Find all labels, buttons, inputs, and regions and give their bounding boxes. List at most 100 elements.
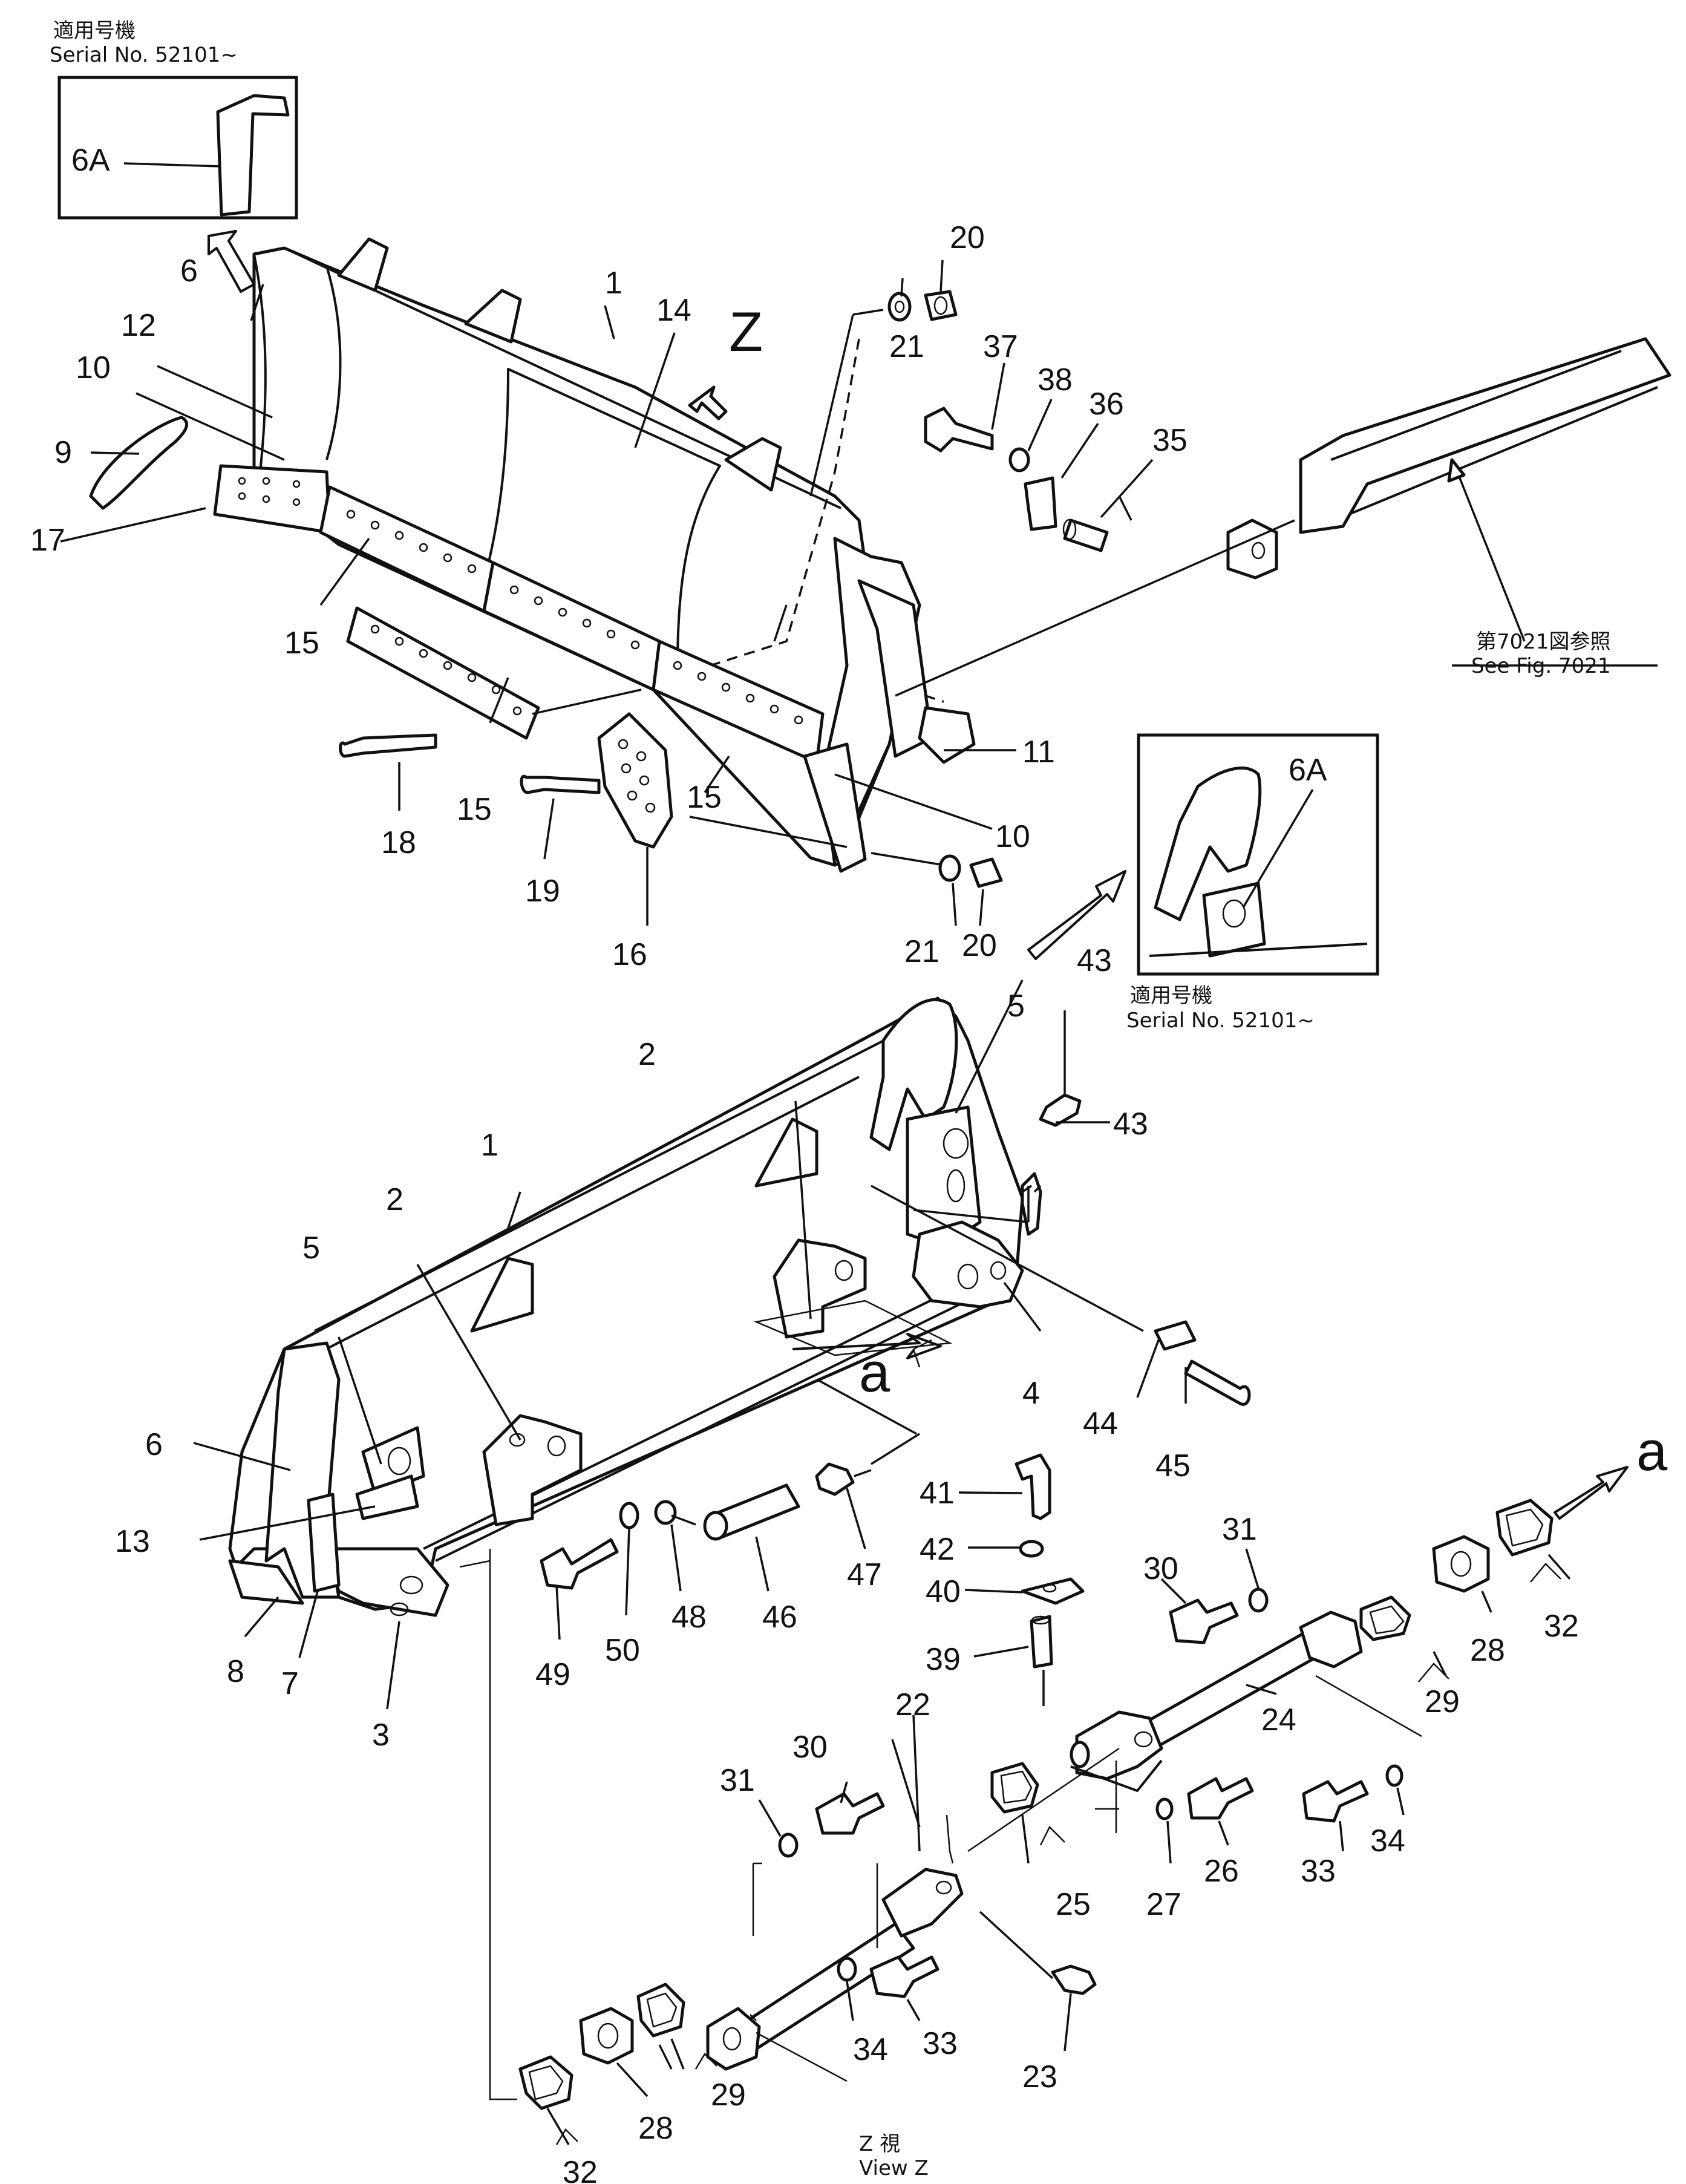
shim-29-lower (636, 1983, 685, 2038)
pin-35 (1063, 518, 1109, 552)
callout-10-right: 10 (995, 819, 1030, 854)
view-a-arrow (1554, 1466, 1629, 1520)
bracket-2-left (482, 1414, 583, 1526)
bolt-49 (540, 1538, 619, 1590)
inset-arrow-up (207, 230, 255, 293)
callout-18: 18 (381, 825, 416, 860)
see-fig-note: 第7021図参照 See Fig. 7021 (1452, 630, 1658, 678)
view-z-caption-en: View Z (859, 2156, 929, 2180)
callout-24: 24 (1261, 1702, 1296, 1738)
bolt-26 (1187, 1777, 1254, 1820)
callout-43-b: 43 (1113, 1107, 1148, 1142)
lower-assembly-view-a: a (518, 1421, 1668, 2145)
callout-32-upper: 32 (1544, 1609, 1579, 1644)
see-fig-en: See Fig. 7021 (1471, 654, 1610, 678)
view-a-letter-mid: a (859, 1342, 890, 1404)
cap-28-upper (1432, 1535, 1490, 1593)
callout-12: 12 (121, 308, 156, 343)
callout-43-a: 43 (1077, 943, 1112, 978)
callout-13: 13 (115, 1524, 150, 1559)
callout-5-right: 5 (1007, 989, 1025, 1024)
callout-30-upper: 30 (1143, 1551, 1178, 1586)
cutting-edge-holes (346, 509, 803, 725)
shim-44 (1154, 1320, 1197, 1351)
callout-6A-top: 6A (71, 143, 110, 178)
bolt-30-upper (1169, 1598, 1239, 1644)
rod-22-eye (881, 1868, 964, 1938)
bolt-33-upper (1302, 1780, 1369, 1823)
callout-6-top: 6 (180, 253, 198, 289)
callout-30-lower: 30 (792, 1730, 828, 1765)
callout-37: 37 (983, 329, 1018, 364)
callout-41: 41 (920, 1476, 955, 1511)
callout-49: 49 (535, 1657, 570, 1692)
callout-36: 36 (1089, 387, 1124, 422)
bolt-33-lower (869, 1955, 939, 1998)
washer-42 (1019, 1540, 1044, 1558)
callout-2-left: 2 (386, 1182, 404, 1217)
callout-17: 17 (30, 523, 65, 558)
plate-7 (307, 1493, 341, 1593)
bolt-37 (924, 407, 994, 453)
rear-left-bracket (325, 1547, 449, 1617)
see-fig-jp: 第7021図参照 (1476, 630, 1611, 654)
washer-50 (619, 1502, 639, 1529)
nut-20-lower (969, 857, 1003, 888)
callout-6-rear: 6 (145, 1427, 163, 1462)
blade-rear-view: a (193, 979, 1251, 2101)
inset-blade-corner (216, 94, 290, 217)
callout-6A-mid: 6A (1289, 753, 1327, 788)
washer-21-lower (938, 854, 961, 882)
callout-16: 16 (612, 937, 647, 972)
bolt-30-lower (815, 1792, 885, 1835)
shim-32-upper (1495, 1499, 1554, 1557)
callout-15-mid: 15 (687, 780, 722, 815)
washer-21-top (887, 292, 912, 322)
callout-8: 8 (227, 1654, 244, 1689)
view-z-arrow (688, 385, 728, 420)
callout-5-left: 5 (302, 1231, 320, 1266)
fitting-43-a (1039, 1093, 1082, 1127)
inset-hook (1154, 767, 1262, 921)
callout-4: 4 (1022, 1376, 1040, 1411)
callout-25: 25 (1056, 1887, 1091, 1922)
inset-top-left: 適用号機 Serial No. 52101~ 6A (50, 19, 298, 293)
callout-33-upper: 33 (1301, 1854, 1336, 1889)
callout-1-top: 1 (605, 266, 622, 301)
callout-45: 45 (1155, 1448, 1191, 1483)
bolt-19 (520, 774, 601, 794)
washer-31-lower (778, 1833, 799, 1858)
blade-front-view: Z (60, 237, 1671, 926)
callout-21-lower: 21 (904, 934, 939, 969)
inset-mid-right: 6A 適用号機 Serial No. 52101~ (1027, 733, 1379, 1033)
callout-14: 14 (656, 293, 691, 328)
callout-50: 50 (605, 1633, 640, 1668)
callout-11: 11 (1022, 734, 1055, 770)
callout-21-top: 21 (889, 329, 924, 364)
callout-19: 19 (525, 874, 560, 909)
callout-35: 35 (1152, 423, 1188, 458)
callout-44: 44 (1083, 1406, 1118, 1441)
callout-34-upper: 34 (1370, 1823, 1405, 1859)
callout-20-top: 20 (950, 220, 985, 255)
callout-27: 27 (1146, 1887, 1181, 1922)
callout-22: 22 (895, 1687, 930, 1722)
serial-top-jp: 適用号機 (53, 19, 136, 43)
view-z-caption-jp: Z 視 (859, 2132, 900, 2156)
end-bit-17 (213, 464, 332, 534)
serial-mid-jp: 適用号機 (1130, 984, 1212, 1008)
callout-34-lower: 34 (853, 2032, 888, 2067)
callout-28-lower: 28 (638, 2111, 673, 2146)
bolt-41 (1015, 1453, 1051, 1520)
callout-26: 26 (1204, 1854, 1239, 1889)
washer-34-lower (837, 1957, 857, 1982)
blade-left-edge (253, 253, 267, 472)
callout-1-rear: 1 (481, 1128, 498, 1163)
callout-28-upper: 28 (1470, 1633, 1505, 1668)
callout-15-loose: 15 (457, 792, 492, 827)
rib-2 (464, 289, 522, 344)
callout-3: 3 (372, 1718, 390, 1753)
shim-32-lower (518, 2055, 573, 2110)
callout-38: 38 (1037, 362, 1073, 397)
